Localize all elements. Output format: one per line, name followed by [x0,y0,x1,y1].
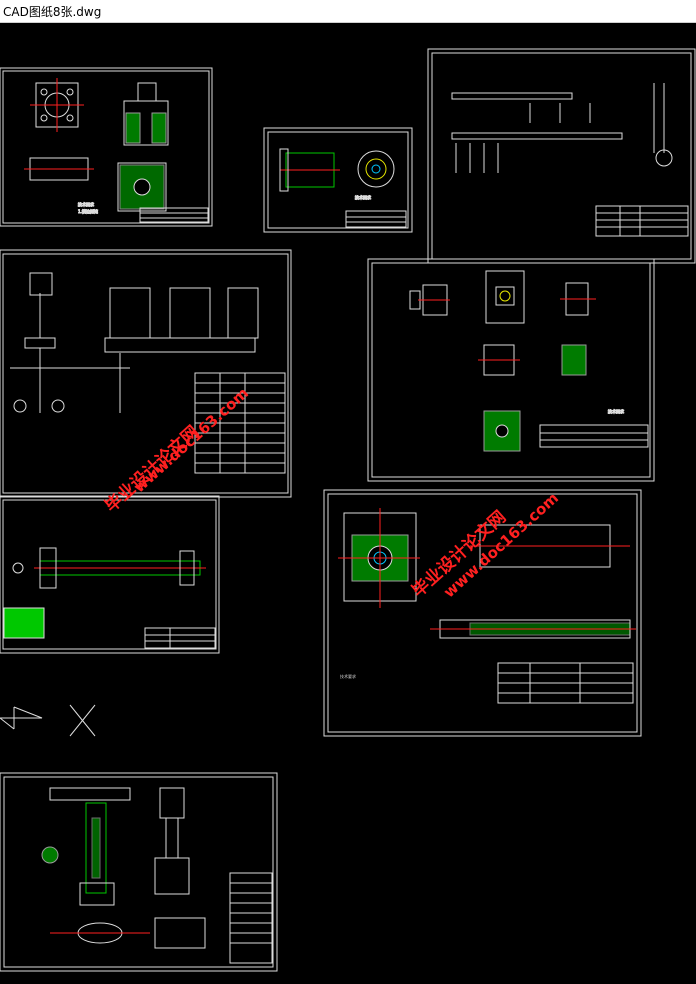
title-bar: CAD图纸8张.dwg [0,0,696,23]
sheet-3 [427,48,696,264]
svg-text:1.锐边倒钝: 1.锐边倒钝 [78,208,98,214]
sheet-6 [0,495,220,654]
sheet-5: 技术要求 [367,258,655,482]
svg-text:技术要求: 技术要求 [355,194,371,200]
svg-text:技术要求: 技术要求 [608,408,624,414]
sheet-7: 技术要求 [323,489,642,737]
sheet-8 [0,772,278,972]
svg-text:技术要求: 技术要求 [340,673,356,679]
drawing-graphics: 技术要求 1.锐边倒钝 技术要求 [0,48,696,972]
svg-text:技术要求: 技术要求 [78,201,94,207]
sheet-1: 技术要求 1.锐边倒钝 [0,67,213,227]
drawing-canvas[interactable]: 技术要求 1.锐边倒钝 技术要求 [0,23,696,984]
window-title: CAD图纸8张.dwg [3,5,102,19]
sheet-4 [0,249,292,498]
loose-symbols [0,704,96,737]
sheet-2: 技术要求 [263,127,413,233]
